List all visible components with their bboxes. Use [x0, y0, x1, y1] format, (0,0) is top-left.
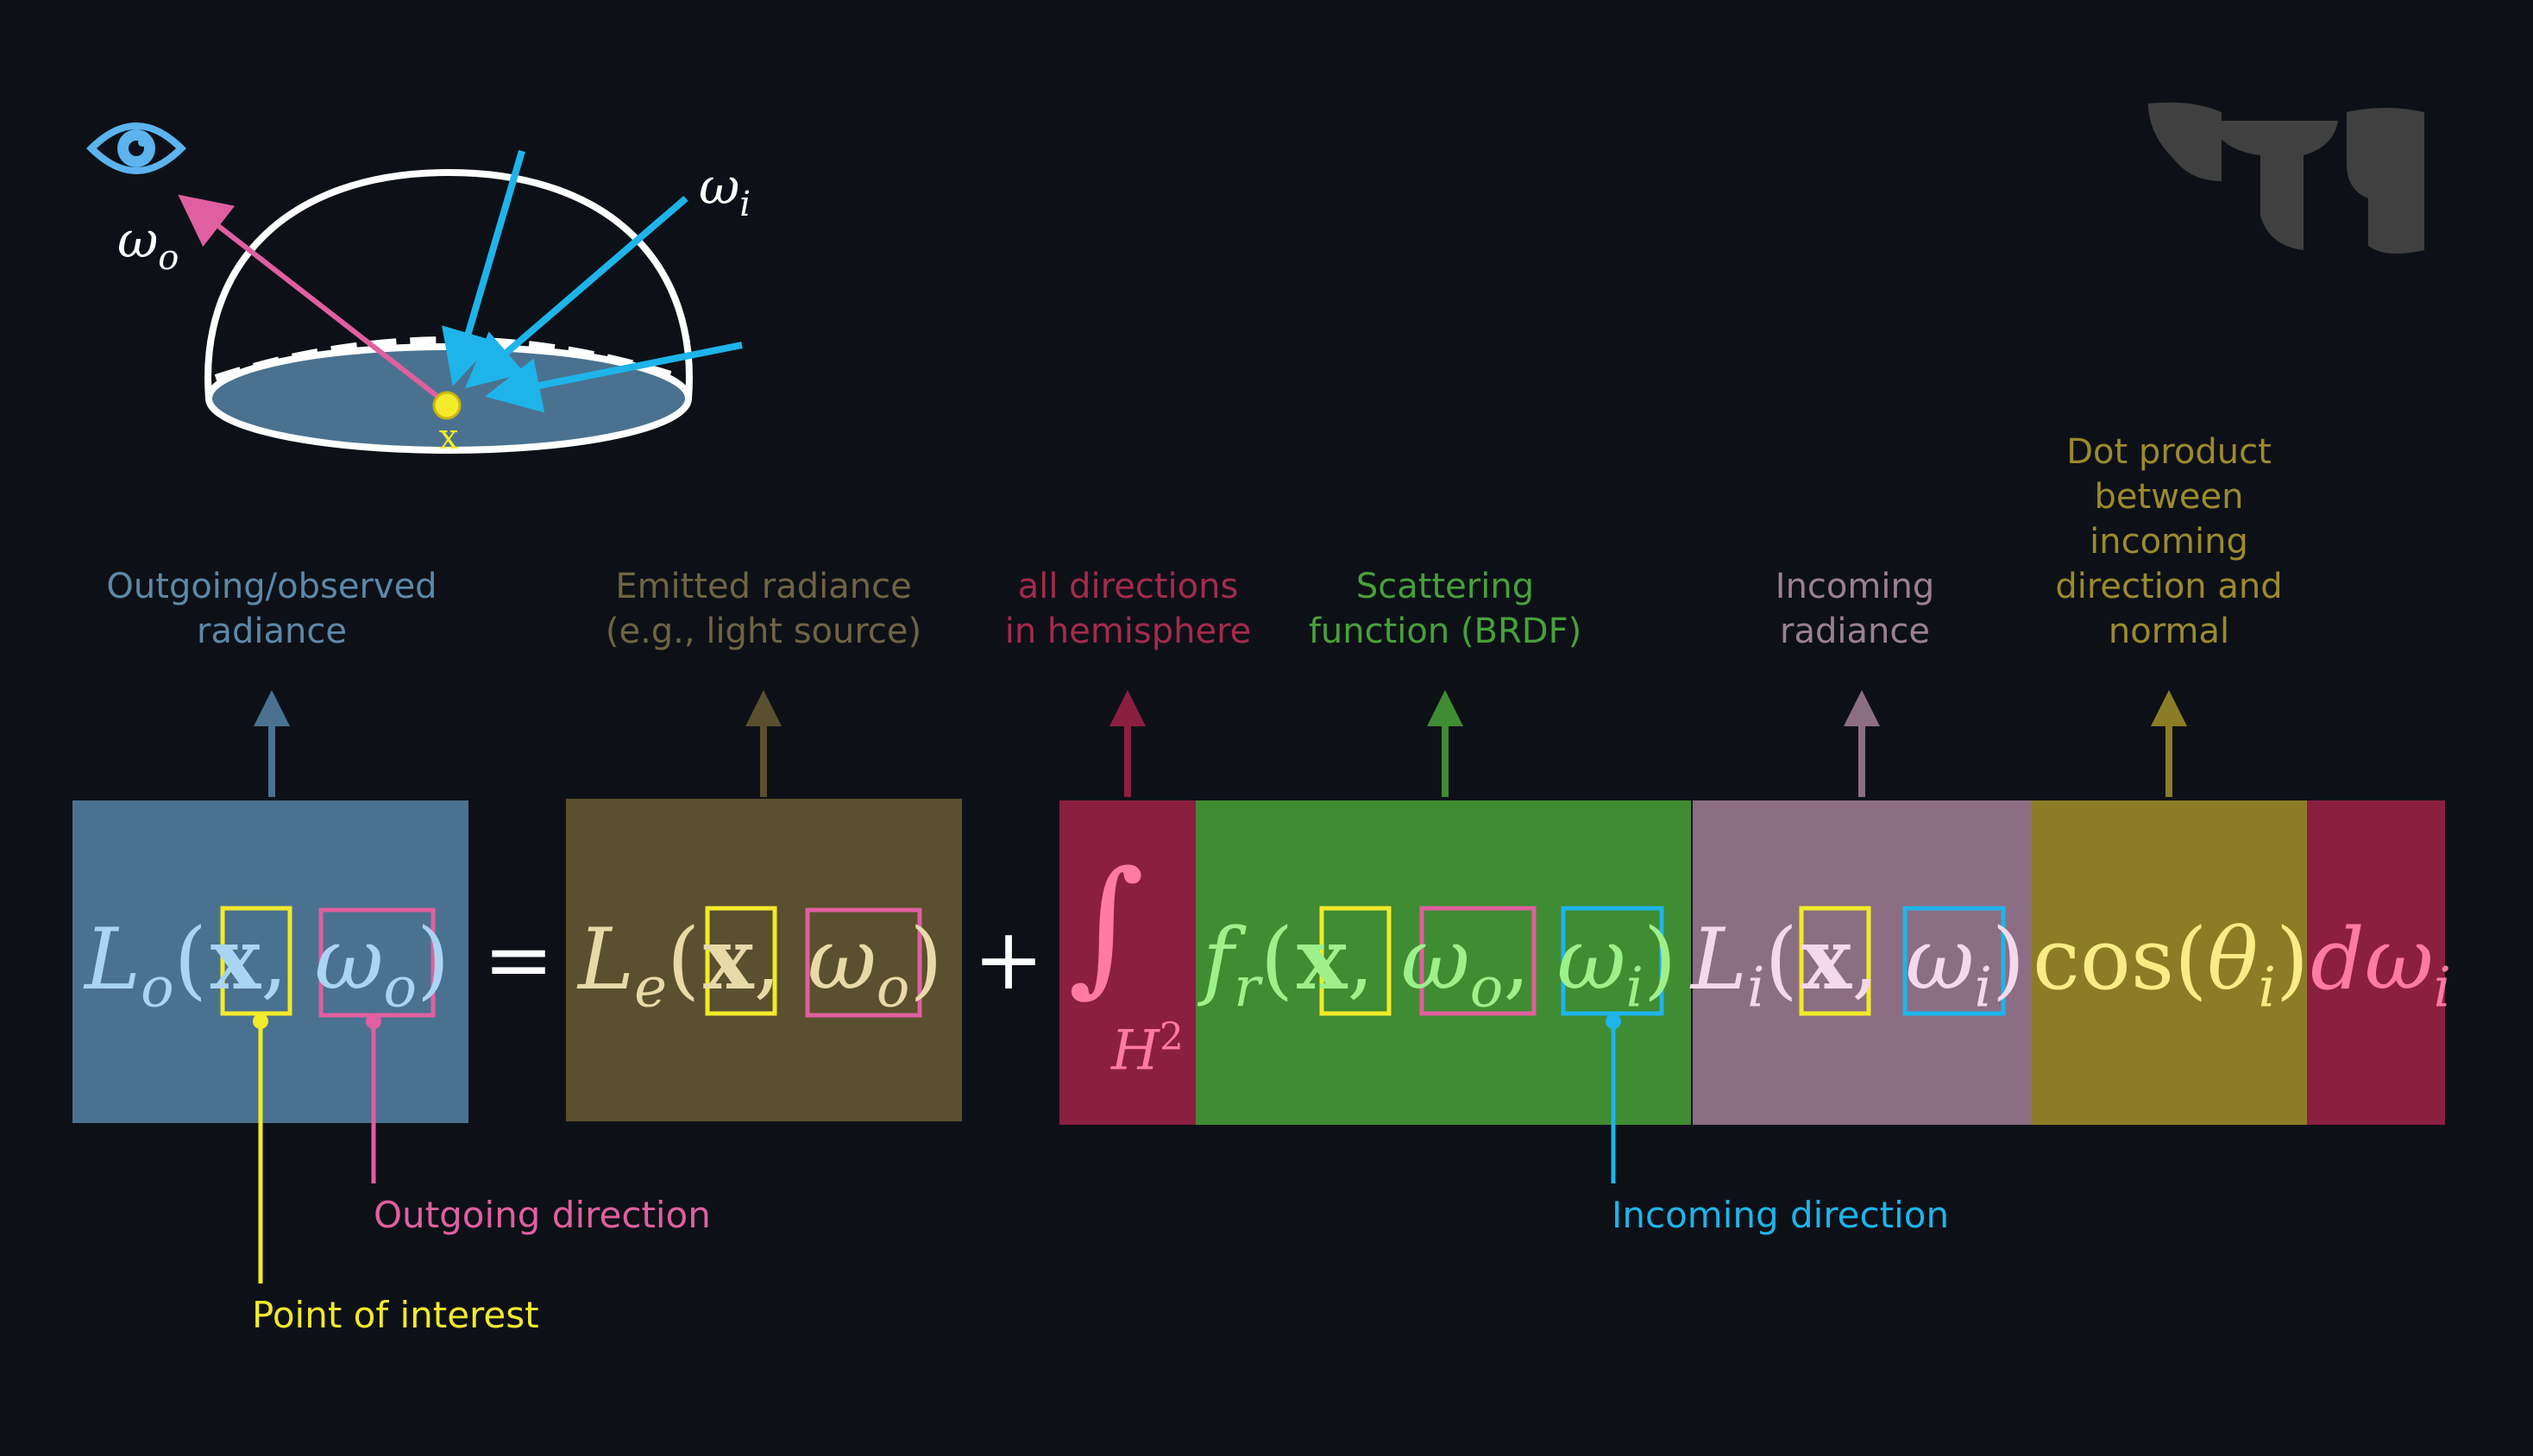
leader-incoming-direction: [1606, 1014, 1621, 1183]
plus-sign: +: [973, 911, 1045, 1009]
frame-x-li: [1799, 906, 1871, 1016]
note-outgoing-direction: Outgoing direction: [374, 1194, 711, 1236]
brdf-box: [1196, 800, 1691, 1125]
frame-x-lo: [220, 906, 292, 1016]
d-omega-box: [2307, 800, 2445, 1125]
eye-icon: [86, 122, 186, 174]
integral-box: [1059, 800, 1196, 1125]
frame-omega-le: [805, 907, 922, 1018]
point-x-label: x: [439, 417, 459, 457]
lo-term: Lo(x, ωo): [85, 910, 450, 1020]
label-outgoing-radiance: Outgoing/observed radiance: [106, 567, 437, 651]
label-all-directions: all directions in hemisphere: [1004, 567, 1252, 651]
arrow-cosine: [2151, 690, 2187, 797]
point-of-interest-dot: [432, 391, 462, 420]
logo-icon: [2148, 102, 2424, 254]
omega-o-label: ωo: [117, 210, 179, 278]
brdf-term: fr(x, ωo, ωi): [1203, 910, 1677, 1020]
cosine-term: cos(θi): [2033, 911, 2310, 1020]
frame-omega-o-fr: [1419, 906, 1537, 1016]
frame-x-fr: [1319, 906, 1392, 1016]
incoming-arrow-3: [485, 342, 743, 413]
emitted-radiance-box: [566, 799, 962, 1121]
integral-domain: H2: [1111, 1015, 1184, 1083]
frame-omega-li: [1902, 906, 2006, 1016]
note-point-of-interest: Point of interest: [252, 1294, 539, 1336]
hemisphere-illustration: x ωo ωi: [86, 122, 751, 457]
arrow-outgoing: [254, 690, 290, 797]
frame-x-le: [705, 906, 777, 1016]
li-term: Li(x, ωi): [1691, 910, 2026, 1020]
label-incoming-radiance: Incoming radiance: [1775, 567, 1935, 651]
arrow-brdf: [1427, 690, 1463, 797]
label-dot-product: Dot product between incoming direction a…: [2055, 432, 2283, 651]
arrow-emitted: [745, 690, 782, 797]
equals-sign: =: [483, 911, 555, 1009]
cosine-box: [2031, 800, 2307, 1125]
omega-i-label: ωi: [699, 157, 751, 224]
d-omega-term: dωi: [2310, 911, 2452, 1020]
label-emitted-radiance: Emitted radiance (e.g., light source): [605, 567, 922, 651]
hemisphere-back-rim: [214, 336, 683, 381]
note-incoming-direction: Incoming direction: [1612, 1194, 1950, 1236]
leader-point-of-interest: [253, 1014, 268, 1283]
integral-sign: ∫: [1068, 840, 1145, 1011]
hemisphere-dome: [204, 168, 693, 399]
rendering-equation: Lo(x, ωo) = Le(x, ωo) + ∫ H2 fr(x, ωo, ω…: [85, 852, 2466, 1081]
incoming-radiance-box: [1693, 800, 2031, 1125]
frame-omega-i-fr: [1561, 906, 1664, 1016]
outgoing-direction-arrow: [178, 194, 449, 406]
arrow-integral: [1109, 690, 1146, 797]
incoming-arrow-2: [464, 195, 688, 389]
leader-outgoing-direction: [366, 1014, 381, 1183]
label-scattering-function: Scattering function (BRDF): [1308, 567, 1582, 651]
outgoing-radiance-box: [72, 800, 468, 1123]
arrow-incoming: [1844, 690, 1880, 797]
le-term: Le(x, ωo): [578, 910, 943, 1020]
